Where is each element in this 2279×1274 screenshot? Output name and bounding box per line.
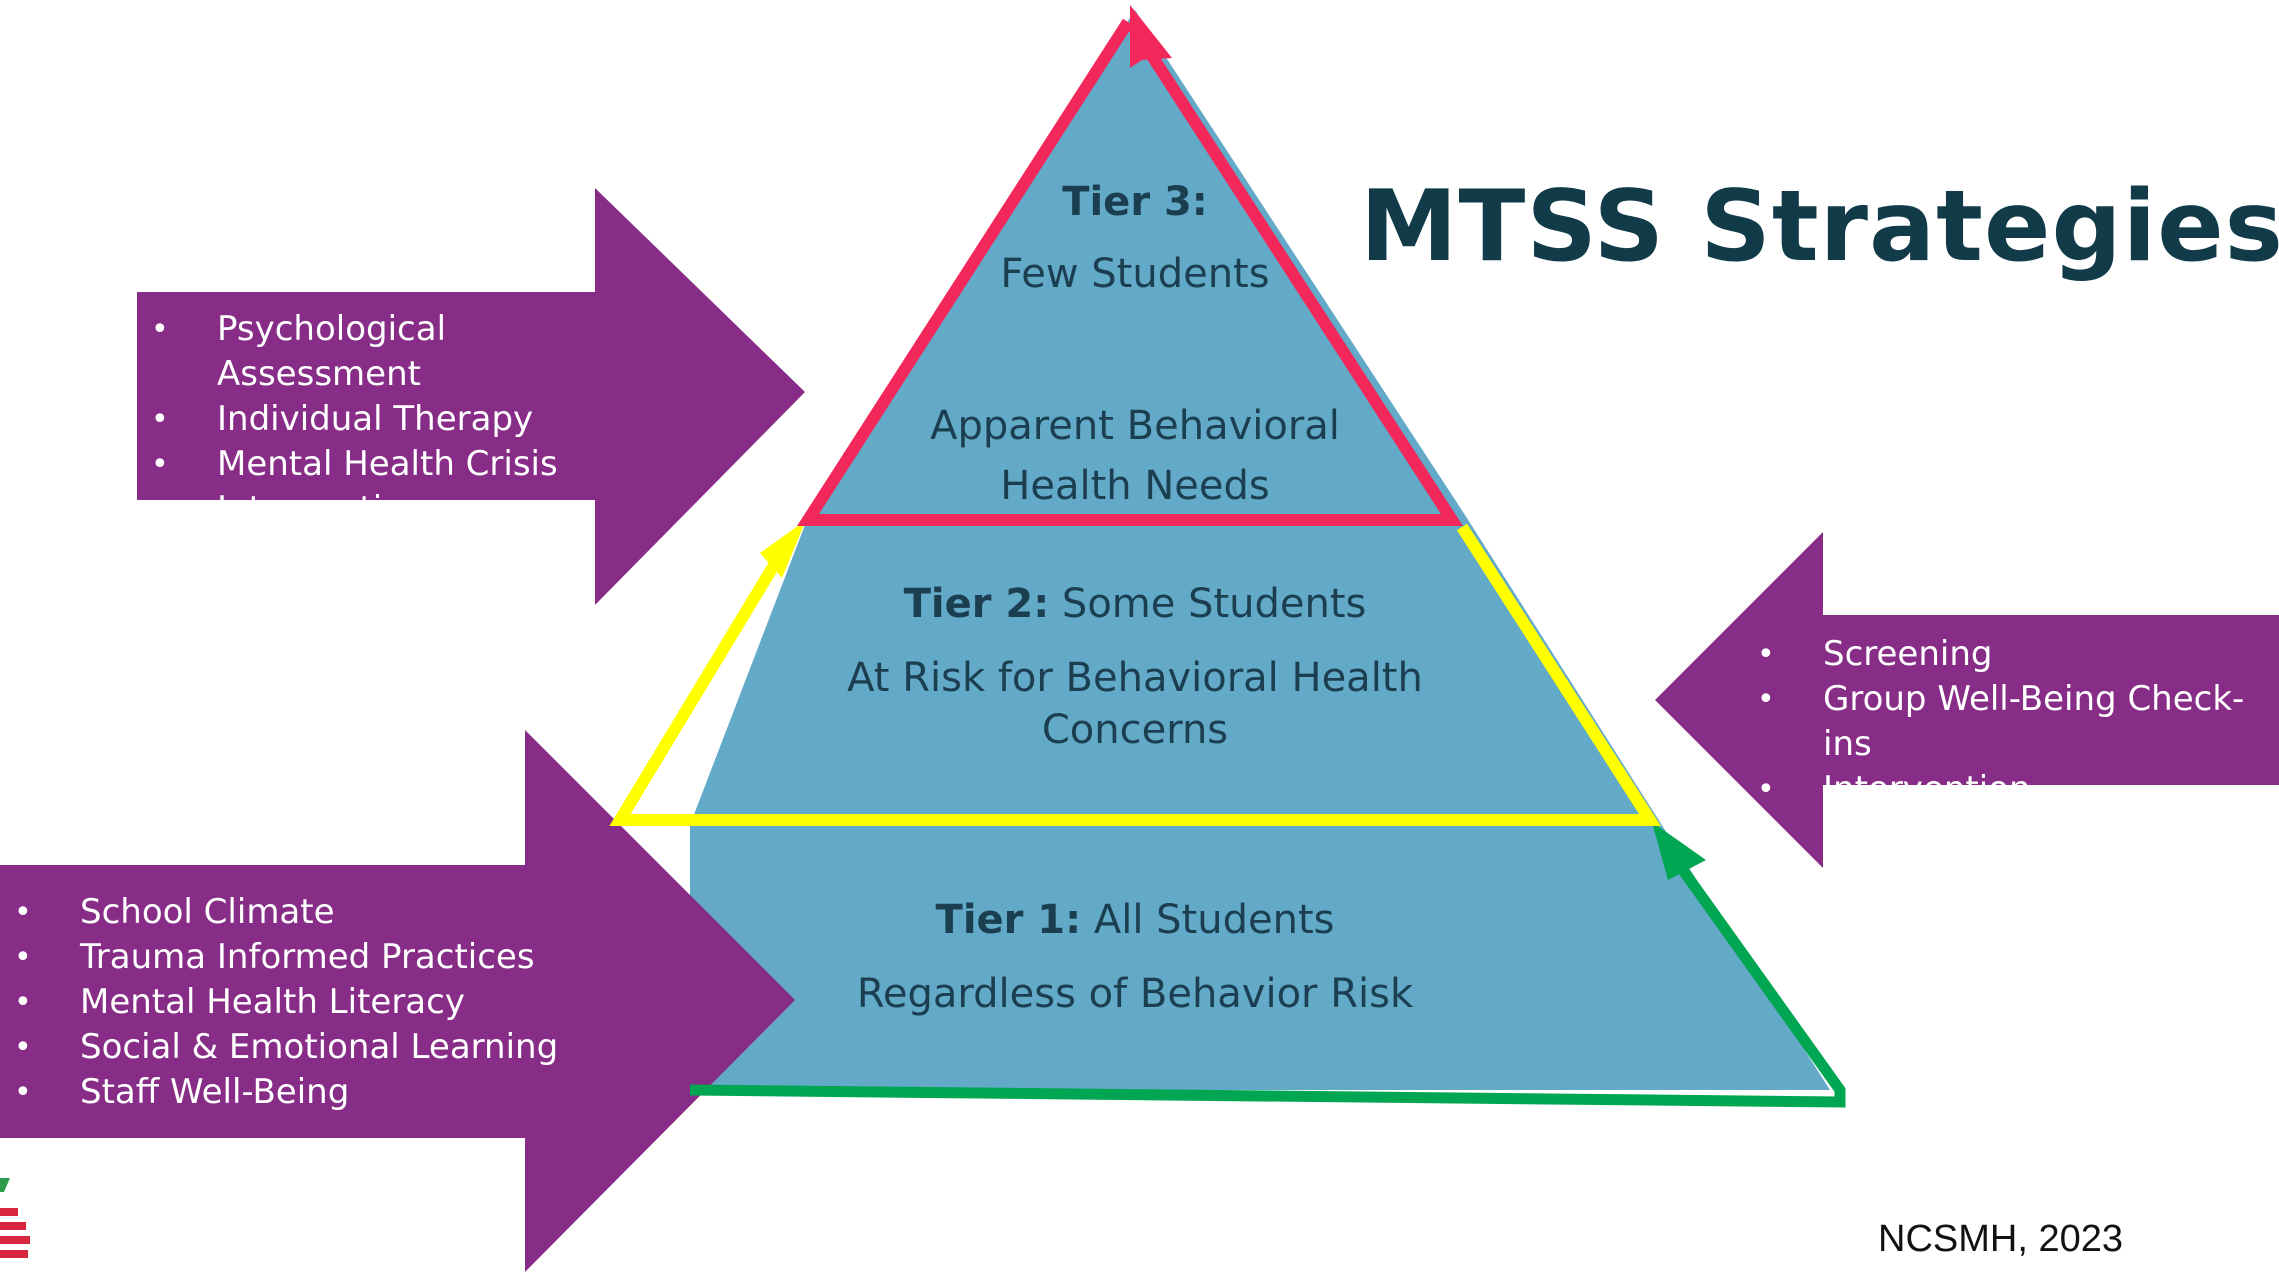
tier1-outline: [689, 841, 1846, 1108]
bullet: •: [151, 402, 169, 437]
list-item: •Psychological Assessment: [151, 309, 447, 394]
tier1-strategy-arrow: [0, 730, 795, 1272]
list-item: •Mental Health Crisis: [137, 442, 617, 487]
tier1-subheading: All Students: [1081, 897, 1335, 943]
bullet: •: [1757, 682, 1775, 717]
tier2-desc-line1: At Risk for Behavioral Health: [847, 655, 1423, 701]
tier1-arrowhead: [1652, 822, 1706, 880]
tier2-strategy-list: •Screening •Group Well-Being Check-ins •…: [1743, 632, 2273, 812]
list-item: •Social & Emotional Learning: [0, 1025, 560, 1070]
tier3-desc-line1: Apparent Behavioral: [930, 403, 1340, 449]
tier3-arrowhead: [1130, 5, 1172, 68]
logo-icon: [0, 1178, 30, 1258]
list-item: •Trauma Informed Practices: [0, 935, 560, 980]
tier3-heading: Tier 3:: [1062, 179, 1208, 225]
tier1-desc-line1: Regardless of Behavior Risk: [856, 971, 1414, 1017]
tier3-subheading: Few Students: [1000, 251, 1270, 297]
bullet: •: [1757, 637, 1775, 672]
list-item: Intervention: [217, 489, 425, 529]
list-item: •School Climate: [0, 890, 560, 935]
bullet: •: [14, 1075, 32, 1110]
bullet: •: [14, 940, 32, 975]
tier2-heading: Tier 2:: [903, 581, 1050, 627]
list-item: •Mental Health Literacy: [0, 980, 560, 1025]
tier3-label: Tier 3: Few Students Apparent Behavioral…: [900, 176, 1370, 512]
list-item: •Staff Well-Being: [0, 1070, 560, 1115]
bullet: •: [14, 1030, 32, 1065]
bullet: •: [14, 985, 32, 1020]
tier2-outline: [609, 523, 1661, 826]
tier2-subheading: Some Students: [1049, 581, 1367, 627]
list-item: •Group Well-Being Check-ins: [1757, 679, 2245, 764]
list-item: •Intervention: [1743, 767, 2273, 812]
list-item: •Individual Therapy: [137, 397, 617, 442]
bullet: •: [14, 895, 32, 930]
tier3-strategy-list: •Psychological Assessment •Individual Th…: [137, 307, 617, 532]
page-title: MTSS Strategies: [1360, 170, 2279, 284]
tier2-arrowhead: [760, 520, 806, 578]
tier3-desc-line2: Health Needs: [1000, 463, 1270, 509]
tier1-strategy-list: •School Climate •Trauma Informed Practic…: [0, 890, 560, 1115]
bullet: •: [151, 312, 169, 347]
tier3-outline: [797, 18, 1464, 526]
list-item: •Screening: [1743, 632, 2273, 677]
tier1-heading: Tier 1:: [935, 897, 1082, 943]
tier2-desc-line2: Concerns: [1041, 707, 1229, 753]
tier2-strategy-arrow: [1655, 532, 2279, 868]
tier2-label: Tier 2: Some Students At Risk for Behavi…: [780, 578, 1490, 756]
tier1-label: Tier 1: All Students Regardless of Behav…: [780, 894, 1490, 1020]
bullet: •: [151, 447, 169, 482]
tier3-strategy-arrow: [137, 188, 805, 605]
citation: NCSMH, 2023: [1878, 1218, 2123, 1260]
bullet: •: [1757, 772, 1775, 807]
